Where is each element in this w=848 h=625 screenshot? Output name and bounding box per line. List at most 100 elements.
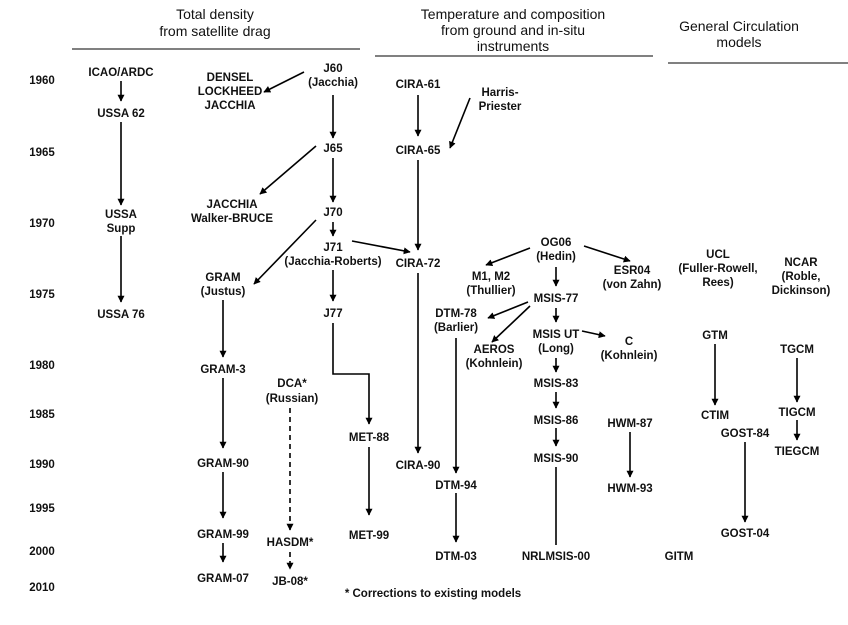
node-label: J77 bbox=[323, 308, 342, 320]
node-label: (Russian) bbox=[266, 393, 319, 405]
node-dca: DCA* (Russian) bbox=[266, 378, 319, 405]
node-dtm78: DTM-78 (Barlier) bbox=[434, 308, 478, 334]
node-jb08: JB-08* bbox=[272, 576, 308, 588]
node-label: USSA 62 bbox=[97, 108, 145, 120]
node-label: Dickinson) bbox=[772, 285, 831, 297]
node-dtm94: DTM-94 bbox=[435, 480, 477, 492]
node-gost84: GOST-84 bbox=[721, 428, 770, 440]
node-label: ESR04 bbox=[614, 265, 651, 277]
year-label: 1975 bbox=[29, 289, 55, 301]
node-tiegcm: TIEGCM bbox=[775, 446, 820, 458]
node-label: C bbox=[625, 336, 633, 348]
node-label: J71 bbox=[323, 242, 343, 254]
header-instruments-line-2: from ground and in-situ bbox=[441, 22, 585, 38]
node-label: (Kohnlein) bbox=[601, 350, 658, 362]
node-ussa-supp: USSA Supp bbox=[105, 209, 137, 235]
header-gcm-line-2: models bbox=[716, 34, 761, 50]
node-jacchia-walker-bruce: JACCHIA Walker-BRUCE bbox=[191, 199, 273, 225]
node-msis90: MSIS-90 bbox=[534, 453, 579, 465]
node-msis-ut: MSIS UT (Long) bbox=[533, 329, 580, 355]
header-instruments-line-3: instruments bbox=[477, 38, 549, 54]
node-ussa76: USSA 76 bbox=[97, 309, 145, 321]
node-icao-ardc: ICAO/ARDC bbox=[88, 67, 153, 79]
node-label: OG06 bbox=[541, 237, 572, 249]
node-esr04: ESR04 (von Zahn) bbox=[603, 265, 662, 291]
node-label: USSA 76 bbox=[97, 309, 145, 321]
node-label: (Fuller-Rowell, bbox=[678, 263, 757, 275]
node-label: MSIS-77 bbox=[534, 293, 579, 305]
arrow-j65-to-jacchia-wb bbox=[259, 145, 317, 195]
node-label: GITM bbox=[665, 551, 694, 563]
node-tigcm: TIGCM bbox=[778, 407, 815, 419]
header-instruments: Temperature and composition from ground … bbox=[421, 6, 605, 54]
node-label: (Jacchia) bbox=[308, 77, 358, 89]
arrow-j71-to-cira72 bbox=[351, 240, 411, 255]
node-cira65: CIRA-65 bbox=[396, 145, 441, 157]
arrow-og06-to-m1m2 bbox=[485, 247, 531, 266]
node-j71: J71 (Jacchia-Roberts) bbox=[284, 242, 381, 268]
node-label: (von Zahn) bbox=[603, 279, 662, 291]
arrow-msis-ut-to-c bbox=[581, 330, 606, 339]
node-met99: MET-99 bbox=[349, 530, 389, 542]
node-ucl: UCL (Fuller-Rowell, Rees) bbox=[678, 249, 757, 289]
node-og06: OG06 (Hedin) bbox=[536, 237, 576, 263]
node-densel: DENSEL LOCKHEED JACCHIA bbox=[198, 72, 263, 112]
header-gcm-line-1: General Circulation bbox=[679, 18, 799, 34]
node-label: CIRA-72 bbox=[396, 258, 441, 270]
node-hwm87: HWM-87 bbox=[607, 418, 652, 430]
node-gram: GRAM (Justus) bbox=[201, 272, 246, 298]
node-gitm: GITM bbox=[665, 551, 694, 563]
arrow-j77-to-met88 bbox=[332, 323, 373, 425]
node-label: GRAM-3 bbox=[200, 364, 245, 376]
year-label: 1970 bbox=[29, 218, 55, 230]
node-gost04: GOST-04 bbox=[721, 528, 770, 540]
node-msis83: MSIS-83 bbox=[534, 378, 579, 390]
node-aeros: AEROS (Kohnlein) bbox=[466, 344, 523, 370]
node-label: J70 bbox=[323, 207, 342, 219]
node-label: DCA* bbox=[277, 378, 307, 390]
connectors bbox=[117, 71, 801, 570]
arrow-j60-to-densel bbox=[263, 71, 305, 93]
arrow-j70-to-gram bbox=[253, 219, 317, 285]
year-label: 2000 bbox=[29, 546, 55, 558]
node-dtm03: DTM-03 bbox=[435, 551, 477, 563]
node-ncar: NCAR (Roble, Dickinson) bbox=[772, 257, 831, 297]
node-tgcm: TGCM bbox=[780, 344, 814, 356]
year-label: 1985 bbox=[29, 409, 55, 421]
node-label: JB-08* bbox=[272, 576, 308, 588]
node-label: USSA bbox=[105, 209, 137, 221]
node-label: DTM-78 bbox=[435, 308, 477, 320]
node-label: DTM-03 bbox=[435, 551, 477, 563]
header-drag: Total density from satellite drag bbox=[159, 6, 270, 39]
node-met88: MET-88 bbox=[349, 432, 390, 444]
node-gram3: GRAM-3 bbox=[200, 364, 245, 376]
header-drag-line-2: from satellite drag bbox=[159, 23, 270, 39]
node-label: Harris- bbox=[481, 87, 518, 99]
node-harris-priester: Harris- Priester bbox=[479, 87, 522, 113]
node-gtm: GTM bbox=[702, 330, 728, 342]
year-axis: 1960 1965 1970 1975 1980 1985 1990 1995 … bbox=[29, 75, 55, 594]
node-label: GTM bbox=[702, 330, 728, 342]
year-label: 1960 bbox=[29, 75, 55, 87]
node-gram07: GRAM-07 bbox=[197, 573, 249, 585]
node-gram99: GRAM-99 bbox=[197, 529, 249, 541]
header-gcm: General Circulation models bbox=[679, 18, 799, 50]
header-drag-line-1: Total density bbox=[176, 6, 254, 22]
node-label: MET-99 bbox=[349, 530, 389, 542]
year-label: 1965 bbox=[29, 147, 55, 159]
node-msis86: MSIS-86 bbox=[534, 415, 579, 427]
node-label: CIRA-61 bbox=[396, 79, 441, 91]
year-label: 2010 bbox=[29, 582, 55, 594]
node-label: JACCHIA bbox=[204, 100, 255, 112]
node-label: M1, M2 bbox=[472, 271, 510, 283]
node-label: NCAR bbox=[784, 257, 818, 269]
node-label: GRAM-99 bbox=[197, 529, 249, 541]
node-label: AEROS bbox=[474, 344, 515, 356]
node-label: CIRA-65 bbox=[396, 145, 441, 157]
node-label: (Kohnlein) bbox=[466, 358, 523, 370]
arrow-harris-to-cira65 bbox=[449, 97, 471, 149]
node-label: TIGCM bbox=[778, 407, 815, 419]
node-label: GRAM bbox=[205, 272, 240, 284]
